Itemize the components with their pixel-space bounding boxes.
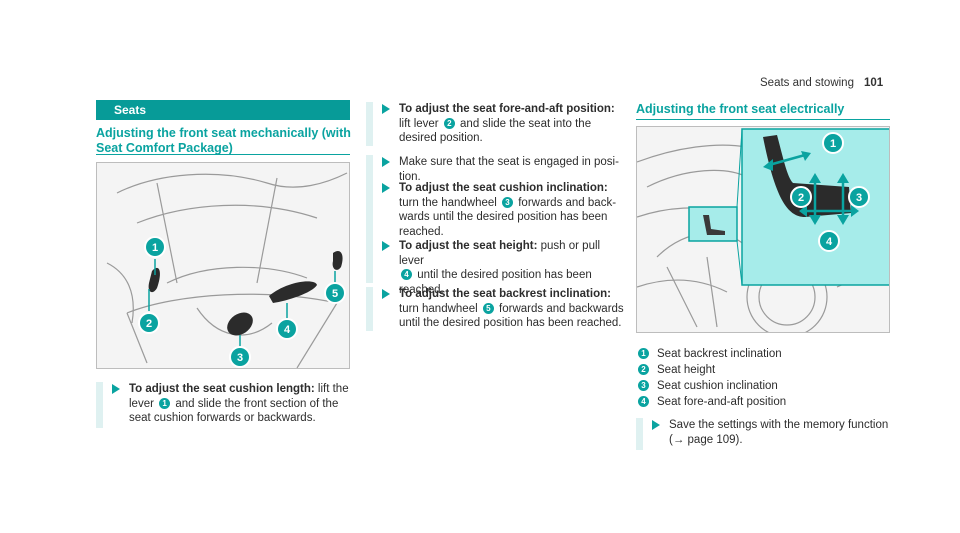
right-callouts: 1 2 3 4 <box>790 132 870 252</box>
callout-3-label: 3 <box>237 352 243 364</box>
right-heading-rule <box>636 119 890 120</box>
callout-1 <box>144 236 166 258</box>
step-cushion-inclination: To adjust the seat cushion inclination: … <box>366 181 628 239</box>
right-heading: Adjusting the front seat electrically <box>636 102 845 116</box>
callout-2 <box>790 186 812 208</box>
electric-seat-figure: 1 2 3 4 <box>636 126 890 333</box>
left-heading: Adjusting the front seat mechanically (w… <box>96 126 351 155</box>
section-title: Seats and stowing <box>760 77 854 89</box>
callout-5-label: 5 <box>332 288 338 300</box>
page-ref-arrow-icon: → <box>672 433 685 446</box>
callout-badge: 3 <box>502 196 514 208</box>
running-header: Seats and stowing 101 <box>760 77 883 89</box>
step-cushion-length: To adjust the seat cushion length: lift … <box>96 382 358 428</box>
step-fore-aft: To adjust the seat fore-and-aft position… <box>366 102 628 146</box>
left-heading-rule <box>96 154 350 155</box>
switch-highlight <box>688 206 738 242</box>
step-arrow-icon <box>382 104 390 114</box>
callout-1-label: 1 <box>152 242 158 254</box>
mechanical-seat-figure: 1 2 3 4 5 <box>96 162 350 369</box>
callout-3 <box>848 186 870 208</box>
step-backrest-inclination: To adjust the seat backrest inclination:… <box>366 287 628 331</box>
seat-switch-closeup <box>763 135 851 217</box>
step-engaged: Make sure that the seat is engaged in po… <box>366 155 628 185</box>
step-arrow-icon <box>382 289 390 299</box>
step-arrow-icon <box>652 420 660 430</box>
callout-badge: 2 <box>443 117 455 129</box>
callout-4-label: 4 <box>284 324 291 336</box>
callout-badge: 5 <box>482 302 494 314</box>
door-panel-illustration: 1 2 3 4 <box>637 127 889 332</box>
step-seat-height: To adjust the seat height: push or pull … <box>366 239 628 296</box>
seat-switch-icon <box>703 215 725 235</box>
step-arrow-icon <box>382 183 390 193</box>
step-arrow-icon <box>112 384 120 394</box>
callout-3-label: 3 <box>856 192 862 204</box>
callout-2 <box>138 312 160 334</box>
callout-2-label: 2 <box>798 192 804 204</box>
callout-badge: 1 <box>159 397 171 409</box>
callout-3 <box>229 346 251 368</box>
callout-4 <box>818 230 840 252</box>
page-number: 101 <box>863 77 884 89</box>
callout-2-label: 2 <box>146 318 152 330</box>
callout-badge: 4 <box>401 269 412 280</box>
step-bar <box>96 382 103 428</box>
callout-4 <box>276 318 298 340</box>
step-arrow-icon <box>382 241 390 251</box>
callout-1 <box>822 132 844 154</box>
callout-5 <box>324 282 346 304</box>
step-memory-function: Save the settings with the memory functi… <box>636 418 898 450</box>
left-callouts: 1 2 3 4 5 <box>138 236 346 368</box>
section-banner: Seats <box>96 100 350 120</box>
page-reference-link[interactable]: page 109). <box>684 433 743 446</box>
callout-1-label: 1 <box>830 138 836 150</box>
callout-4-label: 4 <box>826 236 833 248</box>
step-arrow-icon <box>382 157 390 167</box>
seat-illustration: 1 2 3 4 5 <box>97 163 349 368</box>
